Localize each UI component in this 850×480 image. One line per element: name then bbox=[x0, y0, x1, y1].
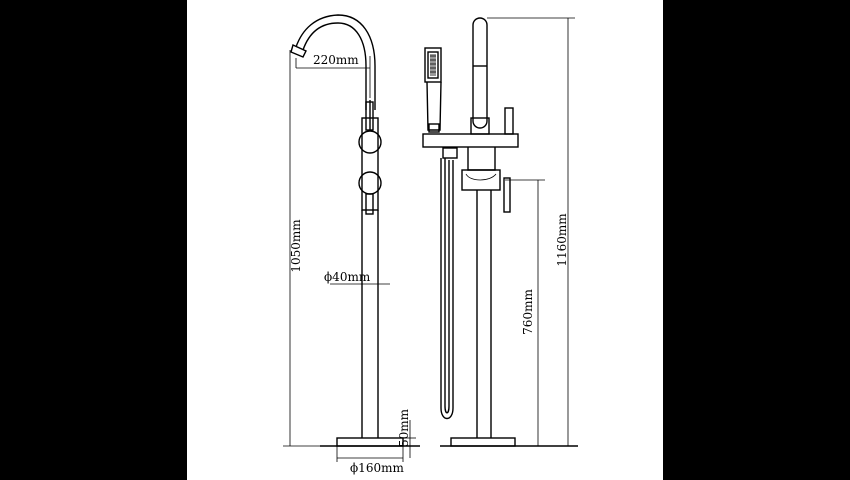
label-pipe-diameter: ϕ40mm bbox=[324, 270, 371, 284]
label-overall-height: 1160mm bbox=[555, 213, 569, 267]
holder-column bbox=[472, 17, 488, 129]
shower-handle-end bbox=[428, 123, 440, 133]
mixer-bar bbox=[422, 133, 519, 148]
spout-tip bbox=[290, 44, 307, 58]
shower-head-face bbox=[427, 51, 439, 79]
diverter-lever bbox=[503, 177, 511, 213]
diverter bbox=[461, 169, 501, 191]
front-view: 220mm 1050mm ϕ40mm ϕ160mm 50mm bbox=[283, 14, 420, 475]
mixer-lever bbox=[504, 107, 514, 135]
label-base-diameter: ϕ160mm bbox=[350, 461, 404, 475]
lower-lever-handle bbox=[365, 193, 374, 215]
hose-connector bbox=[442, 147, 458, 159]
spout-outer bbox=[295, 14, 376, 110]
label-spout-reach: 220mm bbox=[313, 53, 359, 67]
label-spout-height: 1050mm bbox=[289, 219, 303, 273]
body-lower bbox=[467, 147, 496, 171]
shower-hose-inner bbox=[444, 158, 450, 414]
shower-head bbox=[424, 47, 442, 83]
label-handle-height: 760mm bbox=[521, 289, 535, 335]
base-plate bbox=[336, 437, 404, 447]
diverter-curve bbox=[465, 173, 497, 181]
spout-inner bbox=[302, 22, 367, 110]
shower-nozzles bbox=[430, 54, 436, 76]
upper-lever-handle bbox=[365, 101, 374, 131]
label-base-height: 50mm bbox=[397, 408, 411, 447]
shower-hose bbox=[440, 158, 454, 420]
base-plate-side bbox=[450, 437, 516, 447]
shower-handle bbox=[426, 81, 442, 131]
side-view: 760mm 1160mm bbox=[422, 17, 578, 447]
